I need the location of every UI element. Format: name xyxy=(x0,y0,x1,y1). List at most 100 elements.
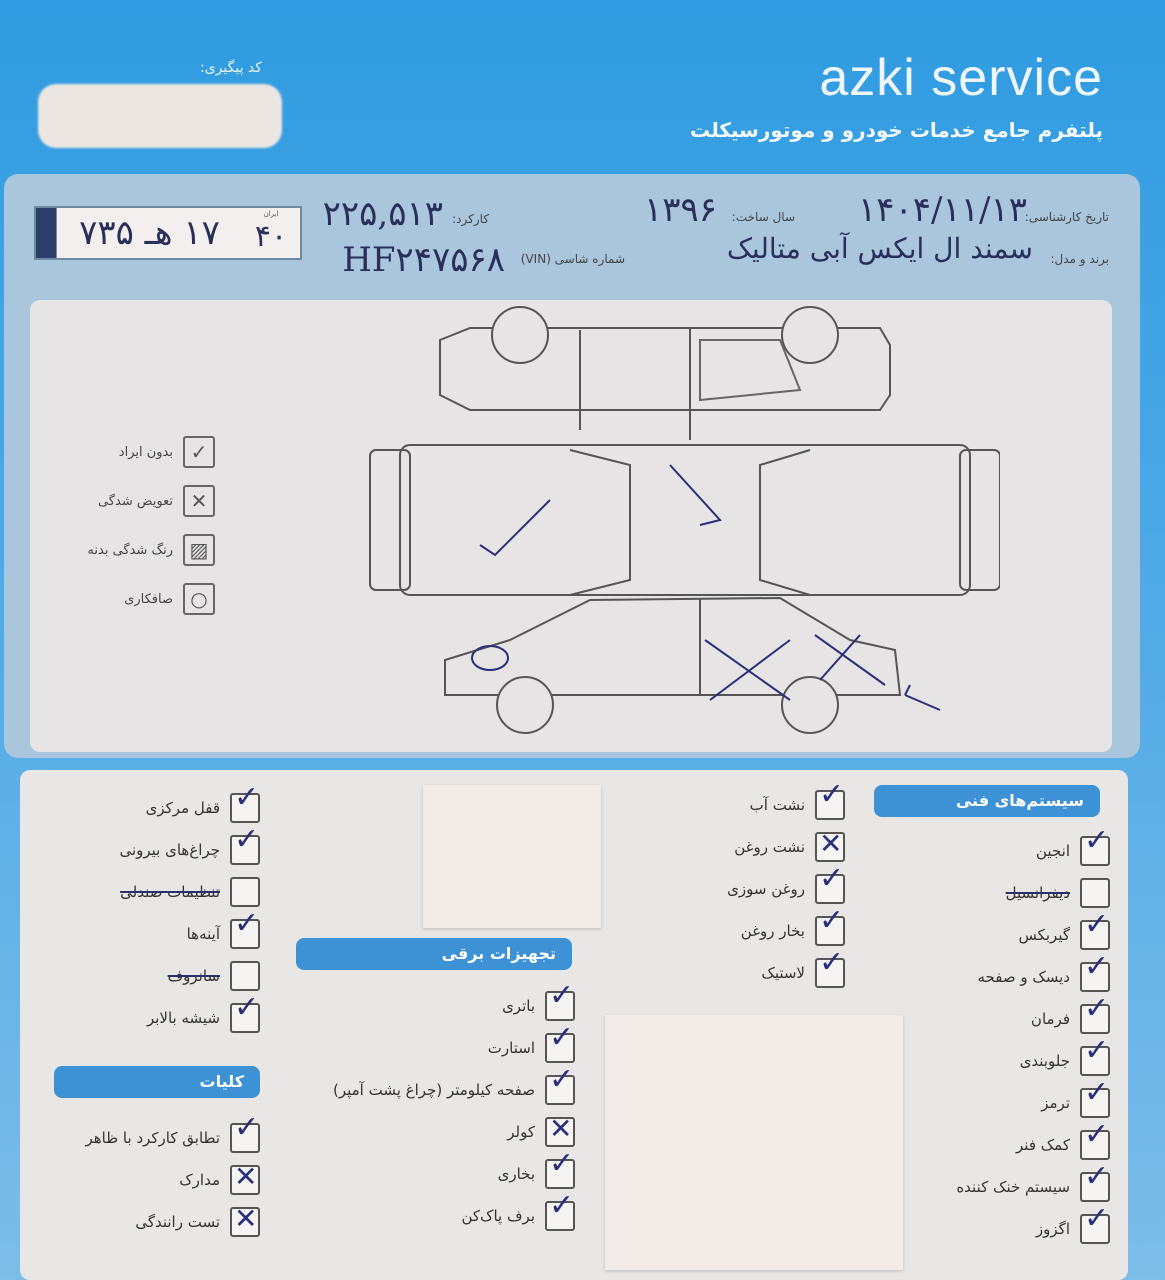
checklist-item[interactable]: بخاری ✓ xyxy=(300,1149,575,1195)
circle-icon: ○ xyxy=(183,583,215,615)
checkbox[interactable]: ✓ xyxy=(1080,952,1110,992)
check-mark-icon: ✓ xyxy=(549,1020,575,1055)
checklist-item[interactable]: مدارک ✕ xyxy=(0,1159,260,1201)
checkbox[interactable]: ✓ xyxy=(1080,1162,1110,1202)
checklist-item[interactable]: دیفرانسیل xyxy=(850,872,1110,914)
checkbox[interactable]: ✓ xyxy=(815,906,845,946)
checklist-label: اگزوز xyxy=(1035,1220,1070,1238)
vin-label: شماره شاسی (VIN) xyxy=(520,252,625,266)
checkbox[interactable]: ✓ xyxy=(1080,994,1110,1034)
checklist-label: بخار روغن xyxy=(740,922,805,940)
checkbox[interactable]: ✓ xyxy=(545,1023,575,1063)
checkbox[interactable]: ✓ xyxy=(545,1149,575,1189)
checkbox[interactable]: ✕ xyxy=(230,1163,260,1195)
checklist-item[interactable]: سانروف xyxy=(0,955,260,997)
check-mark-icon: ✓ xyxy=(819,861,845,896)
checklist-item[interactable]: نشت آب✓ xyxy=(585,780,845,826)
checklist-item[interactable]: سیستم خنک کننده✓ xyxy=(850,1162,1110,1208)
check-mark-icon: ✓ xyxy=(549,978,575,1013)
checkbox[interactable]: ✓ xyxy=(815,864,845,904)
checklist-item[interactable]: روغن سوزی✓ xyxy=(585,864,845,910)
checklist-label: آینه‌ها xyxy=(186,925,220,943)
checkbox[interactable]: ✓ xyxy=(230,1113,260,1153)
checkbox[interactable]: ✓ xyxy=(230,909,260,949)
checkbox[interactable]: ✓ xyxy=(545,1065,575,1105)
checklist-item[interactable]: ترمز✓ xyxy=(850,1078,1110,1124)
checkbox[interactable]: ✓ xyxy=(1080,826,1110,866)
checkbox[interactable]: ✓ xyxy=(545,981,575,1021)
checklist-item[interactable]: گیربکس✓ xyxy=(850,910,1110,956)
checklist-item[interactable]: کمک فنر✓ xyxy=(850,1120,1110,1166)
checkbox[interactable]: ✓ xyxy=(545,1191,575,1231)
check-mark-icon: ✓ xyxy=(1084,991,1110,1026)
checklist-item[interactable]: چراغ‌های بیرونی✓ xyxy=(0,825,260,871)
checklist-item[interactable]: جلوبندی ✓ xyxy=(850,1036,1110,1082)
tracking-code-label: کد پیگیری: xyxy=(200,60,262,76)
checklist-item[interactable]: شیشه بالابر✓ xyxy=(0,993,260,1039)
checklist-item[interactable]: کولر ✕ xyxy=(300,1111,575,1153)
checklist-item[interactable]: تست رانندگی✕ xyxy=(0,1201,260,1243)
section-general-title: کلیات xyxy=(54,1066,260,1098)
tagline: پلتفرم جامع خدمات خودرو و موتورسیکلت xyxy=(690,118,1103,142)
checkbox[interactable]: ✓ xyxy=(1080,1120,1110,1160)
car-top-view xyxy=(369,444,1000,596)
legend-item: صافکاری○ xyxy=(70,583,215,615)
checkbox[interactable] xyxy=(230,961,260,991)
checkbox[interactable]: ✕ xyxy=(815,830,845,862)
legend-label: تعویض شدگی xyxy=(97,493,173,509)
checklist-item[interactable]: باتری✓ xyxy=(300,981,575,1027)
mileage-value: ۲۲۵,۵۱۳ xyxy=(322,194,443,234)
checklist-label: جلوبندی xyxy=(1019,1052,1070,1070)
hatch-icon: ▨ xyxy=(183,534,215,566)
checkbox[interactable]: ✓ xyxy=(230,783,260,823)
check-mark-icon: ✓ xyxy=(1084,823,1110,858)
redacted-sticker xyxy=(423,785,601,928)
checkbox[interactable] xyxy=(1080,878,1110,908)
checklist-label: دیفرانسیل xyxy=(1005,884,1070,902)
check-mark-icon: ✓ xyxy=(1084,949,1110,984)
checkbox[interactable]: ✓ xyxy=(1080,1078,1110,1118)
checklist-label: مدارک xyxy=(179,1171,220,1189)
date-label: تاریخ کارشناسی: xyxy=(1024,210,1109,224)
checklist-item[interactable]: آینه‌ها ✓ xyxy=(0,909,260,955)
checklist-item[interactable]: فرمان✓ xyxy=(850,994,1110,1040)
checkbox[interactable]: ✓ xyxy=(230,825,260,865)
checklist-item[interactable]: استارت ✓ xyxy=(300,1023,575,1069)
checklist-item[interactable]: بخار روغن ✓ xyxy=(585,906,845,952)
check-mark-icon: ✓ xyxy=(819,903,845,938)
checkbox[interactable]: ✓ xyxy=(1080,1036,1110,1076)
checklist-item[interactable]: دیسک و صفحه✓ xyxy=(850,952,1110,998)
checkbox[interactable]: ✕ xyxy=(230,1205,260,1237)
checklist-general: تطابق کارکرد با ظاهر✓مدارک✕تست رانندگی✕ xyxy=(0,1113,260,1243)
checkbox[interactable]: ✓ xyxy=(1080,910,1110,950)
checkbox[interactable] xyxy=(230,877,260,907)
section-electrical-title: تجهیزات برقی xyxy=(296,938,572,970)
checklist-item[interactable]: انجین✓ xyxy=(850,826,1110,872)
checklist-item[interactable]: قفل مرکزی✓ xyxy=(0,783,260,829)
checklist-label: استارت xyxy=(487,1039,535,1057)
redacted-sticker xyxy=(605,1015,903,1270)
x-mark-icon: ✕ xyxy=(549,1112,573,1145)
checklist-item[interactable]: تنظیمات صندلی xyxy=(0,871,260,913)
checklist-item[interactable]: اگزوز ✓ xyxy=(850,1204,1110,1250)
checklist-technical: انجین✓ دیفرانسیل گیربکس✓دیسک و صفحه✓فرمان✓… xyxy=(850,826,1110,1250)
checkbox[interactable]: ✓ xyxy=(1080,1204,1110,1244)
tracking-code-redacted xyxy=(38,84,282,148)
checkbox[interactable]: ✕ xyxy=(545,1112,575,1147)
check-icon: ✓ xyxy=(183,436,215,468)
checkbox[interactable]: ✓ xyxy=(815,948,845,988)
checklist-label: کولر xyxy=(507,1123,535,1141)
checklist-item[interactable]: صفحه کیلومتر (چراغ پشت آمپر)✓ xyxy=(300,1065,575,1111)
check-mark-icon: ✓ xyxy=(819,777,845,812)
checkbox[interactable]: ✓ xyxy=(230,993,260,1033)
checklist-item[interactable]: نشت روغن ✕ xyxy=(585,826,845,868)
checklist-item[interactable]: تطابق کارکرد با ظاهر✓ xyxy=(0,1113,260,1159)
checklist-label: نشت روغن xyxy=(734,838,805,856)
checklist-item[interactable]: برف پاک‌کن✓ xyxy=(300,1191,575,1237)
checklist-label: بخاری xyxy=(497,1165,535,1183)
check-mark-icon: ✓ xyxy=(549,1188,575,1223)
checklist-item[interactable]: لاستیک✓ xyxy=(585,948,845,994)
checkbox[interactable]: ✓ xyxy=(815,780,845,820)
